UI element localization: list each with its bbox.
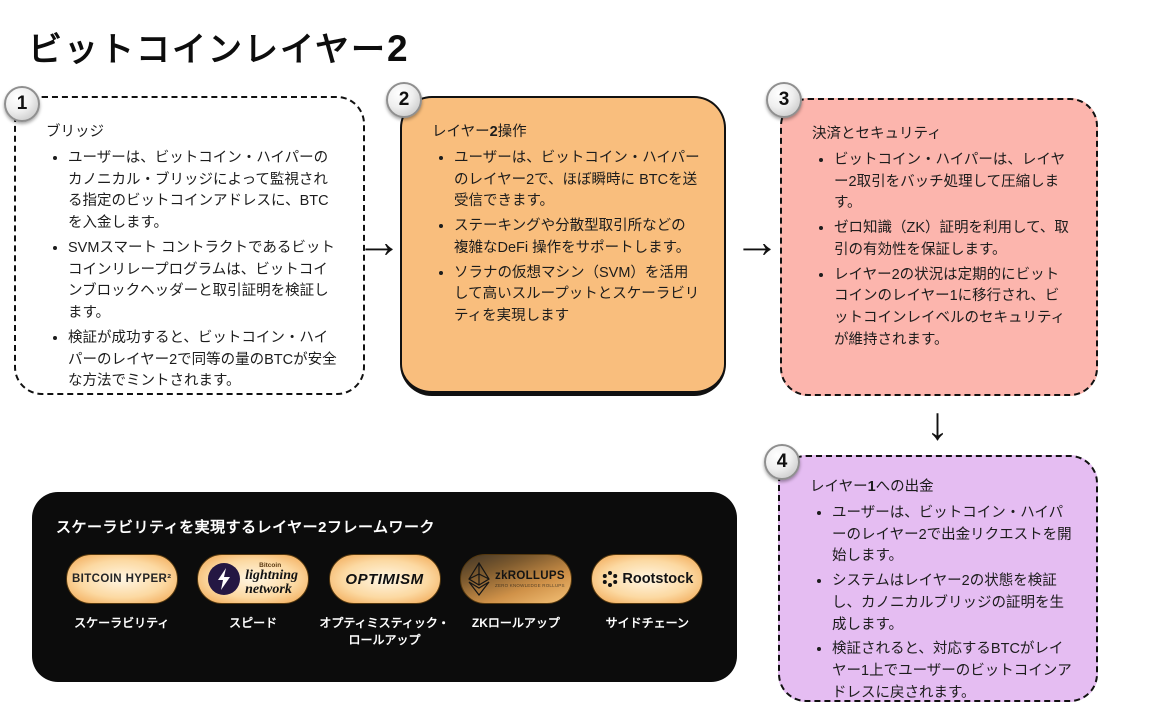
bullet-item: ステーキングや分散型取引所などの複雑なDeFi 操作をサポートします。 [454, 216, 700, 260]
bullet-item: ビットコイン・ハイパーは、レイヤー2取引をバッチ処理して圧縮します。 [834, 150, 1072, 215]
step-4-title-suffix: への出金 [875, 479, 934, 495]
logo-cell-lightning-network: Bitcoin lightning network スピード [187, 554, 318, 632]
step-3-badge: 3 [766, 82, 802, 118]
lightning-network-text: Bitcoin lightning network [245, 562, 298, 597]
logo-label: サイドチェーン [605, 616, 690, 630]
zk-rollups-logo-text: zkROLLUPS [495, 570, 565, 582]
logo-label: ZKロールアップ [471, 616, 560, 630]
frameworks-title-number: 2 [318, 519, 327, 536]
arrow-down-icon: ↓ [926, 397, 949, 449]
bullet-item: レイヤー2の状況は定期的にビットコインのレイヤー1に移行され、ビットコインレイベ… [834, 265, 1072, 352]
bullet-item: システムはレイヤー2の状態を検証し、カノニカルブリッジの証明を生成します。 [832, 571, 1072, 636]
bullet-item: ユーザーは、ビットコイン・ハイパーのカノニカル・ブリッジによって監視される指定の… [68, 148, 339, 235]
framework-logo-row: BITCOIN HYPER² スケーラビリティ Bitcoin lightnin… [56, 554, 713, 650]
step-4-withdrawal-box: レイヤー1への出金 ユーザーは、ビットコイン・ハイパーのレイヤー2で出金リクエス… [778, 455, 1098, 702]
logo-label: オプティミスティック・ロールアップ [319, 616, 450, 648]
step-3-title: 決済とセキュリティ [812, 124, 1072, 146]
frameworks-panel-title: スケーラビリティを実現するレイヤー2フレームワーク [56, 516, 713, 537]
step-3-settlement-security-box: 決済とセキュリティ ビットコイン・ハイパーは、レイヤー2取引をバッチ処理して圧縮… [780, 98, 1098, 396]
optimism-logo-text: OPTIMISM [345, 570, 424, 588]
step-2-title-text: レイヤー [432, 124, 490, 140]
step-1-bullet-list: ユーザーは、ビットコイン・ハイパーのカノニカル・ブリッジによって監視される指定の… [46, 148, 339, 393]
arrow-right-icon: → [734, 215, 780, 267]
bitcoin-hyper-logo: BITCOIN HYPER² [65, 554, 178, 604]
step-3-bullet-list: ビットコイン・ハイパーは、レイヤー2取引をバッチ処理して圧縮します。 ゼロ知識（… [812, 150, 1072, 352]
step-1-title-text: ブリッジ [46, 124, 104, 140]
step-2-badge: 2 [386, 82, 422, 118]
rootstock-logo: Rootstock [591, 554, 704, 604]
rootstock-flower-icon [601, 570, 619, 588]
logo-cell-zk-rollups: zkROLLUPS ZERO KNOWLEDGE ROLLUPS ZKロールアッ… [450, 554, 581, 632]
step-3-title-text: 決済とセキュリティ [812, 126, 942, 142]
bitcoin-hyper-logo-text: BITCOIN HYPER² [71, 573, 172, 585]
step-2-title-suffix: 操作 [497, 124, 527, 140]
logo-cell-rootstock: Rootstock サイドチェーン [582, 554, 713, 632]
step-1-title: ブリッジ [46, 122, 339, 144]
step-1-number: 1 [16, 93, 28, 114]
zk-rollups-tagline: ZERO KNOWLEDGE ROLLUPS [495, 583, 565, 588]
bullet-item: SVMスマート コントラクトであるビットコインリレープログラムは、ビットコインブ… [68, 238, 339, 325]
zk-rollups-text: zkROLLUPS ZERO KNOWLEDGE ROLLUPS [495, 570, 565, 588]
step-4-title-text: レイヤー [810, 479, 868, 495]
logo-label: スケーラビリティ [74, 616, 170, 630]
step-3-number: 3 [778, 89, 790, 110]
optimism-logo: OPTIMISM [328, 554, 441, 604]
step-4-title: レイヤー1への出金 [810, 477, 1072, 499]
step-2-title: レイヤー2操作 [432, 122, 700, 144]
lightning-line1: lightning [245, 567, 299, 583]
bullet-item: ユーザーは、ビットコイン・ハイパーのレイヤー2で出金リクエストを開始します。 [832, 503, 1072, 568]
frameworks-title-suffix: フレームワーク [327, 519, 436, 536]
bullet-item: ユーザーは、ビットコイン・ハイパーのレイヤー2で、ほぼ瞬時に BTCを送受信でき… [454, 148, 700, 213]
step-4-badge: 4 [764, 444, 800, 480]
rootstock-logo-text: Rootstock [622, 571, 694, 587]
step-2-layer2-operations-box: レイヤー2操作 ユーザーは、ビットコイン・ハイパーのレイヤー2で、ほぼ瞬時に B… [400, 96, 726, 396]
step-2-title-number: 2 [489, 124, 498, 140]
lightning-brand-text: Bitcoin [259, 561, 282, 569]
step-4-title-number: 1 [867, 479, 876, 495]
frameworks-title-text: スケーラビリティを実現するレイヤー [56, 519, 319, 536]
bullet-item: ソラナの仮想マシン（SVM）を活用して高いスループットとスケーラビリティを実現し… [454, 263, 700, 328]
zk-rollups-logo: zkROLLUPS ZERO KNOWLEDGE ROLLUPS [459, 554, 572, 604]
step-2-number: 2 [398, 89, 410, 110]
page-title: ビットコインレイヤー2 [28, 22, 410, 71]
step-1-badge: 1 [4, 86, 40, 122]
arrow-right-icon: → [356, 215, 402, 267]
layer2-frameworks-panel: スケーラビリティを実現するレイヤー2フレームワーク BITCOIN HYPER²… [32, 492, 737, 682]
logo-cell-optimism: OPTIMISM オプティミスティック・ロールアップ [319, 554, 450, 650]
logo-cell-bitcoin-hyper: BITCOIN HYPER² スケーラビリティ [56, 554, 187, 632]
step-4-number: 4 [776, 451, 788, 472]
page-title-number: 2 [386, 28, 410, 69]
bullet-item: 検証されると、対応するBTCがレイヤー1上でユーザーのビットコインアドレスに戻さ… [832, 639, 1072, 704]
lightning-network-logo: Bitcoin lightning network [197, 554, 310, 604]
logo-label: スピード [229, 616, 278, 630]
bullet-item: 検証が成功すると、ビットコイン・ハイパーのレイヤー2で同等の量のBTCが安全な方… [68, 328, 339, 393]
ethereum-diamond-icon [467, 562, 491, 596]
page-title-text: ビットコインレイヤー [28, 31, 387, 69]
step-4-bullet-list: ユーザーは、ビットコイン・ハイパーのレイヤー2で出金リクエストを開始します。 シ… [810, 503, 1072, 705]
lightning-line2: network [245, 581, 292, 597]
bullet-item: ゼロ知識（ZK）証明を利用して、取引の有効性を保証します。 [834, 218, 1072, 262]
step-1-bridge-box: ブリッジ ユーザーは、ビットコイン・ハイパーのカノニカル・ブリッジによって監視さ… [14, 96, 365, 395]
lightning-bolt-icon [208, 563, 241, 595]
step-2-bullet-list: ユーザーは、ビットコイン・ハイパーのレイヤー2で、ほぼ瞬時に BTCを送受信でき… [432, 148, 700, 328]
